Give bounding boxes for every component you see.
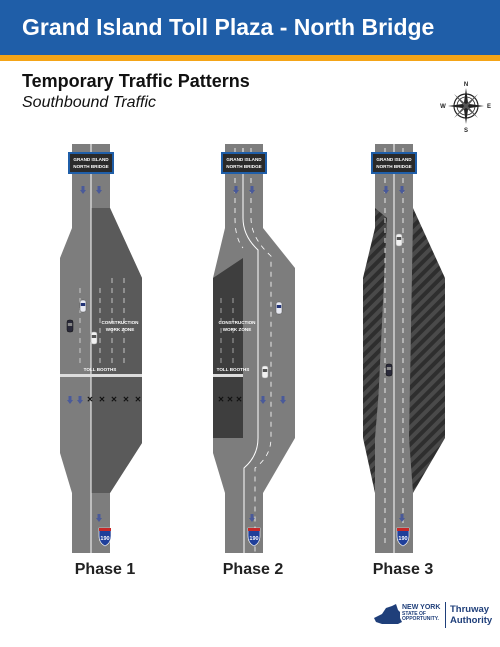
phase-1-shield-number: 190 <box>100 536 109 542</box>
logo-state-line-2: STATE OF <box>402 611 426 617</box>
phase-3-label: Phase 3 <box>372 561 434 578</box>
phase-1-label: Phase 1 <box>74 561 136 578</box>
section-title: Temporary Traffic Patterns <box>22 71 250 91</box>
header-accent-stripe <box>0 55 500 61</box>
phase-2-label: Phase 2 <box>222 561 284 578</box>
page-title: Grand Island Toll Plaza - North Bridge <box>22 14 435 40</box>
svg-text:✕: ✕ <box>135 395 142 404</box>
phase-1-interstate-shield-icon: 190 <box>98 527 112 547</box>
phase-1-sign-line-2: NORTH BRIDGE <box>73 164 108 169</box>
phase-3-sign-line-2: NORTH BRIDGE <box>376 164 411 169</box>
compass-e-label: E <box>487 104 491 110</box>
new-york-state-icon <box>374 604 402 624</box>
header-bar: Grand Island Toll Plaza - North Bridge <box>0 0 500 55</box>
compass-n-label: N <box>464 82 468 88</box>
phase-1-toll-booths-label: TOLL BOOTHS <box>84 367 117 372</box>
phase-1-sign-line-1: GRAND ISLAND <box>73 157 109 162</box>
phase-2-toll-booths-label: TOLL BOOTHS <box>217 367 250 372</box>
svg-text:✕: ✕ <box>87 395 94 404</box>
phase-2-sign-line-1: GRAND ISLAND <box>226 157 262 162</box>
thruway-authority-logo: NEW YORK STATE OF OPPORTUNITY. Thruway A… <box>372 598 493 634</box>
compass-w-label: W <box>440 104 446 110</box>
phase-1-toll-line <box>60 374 142 377</box>
phase-3-interstate-shield-icon: 190 <box>396 527 410 547</box>
phase-2-interstate-shield-icon: 190 <box>247 527 261 547</box>
phase-2-roadway <box>213 144 295 553</box>
phase-3-sign-line-1: GRAND ISLAND <box>376 157 412 162</box>
phase-2-work-zone <box>213 258 243 438</box>
compass-rose-icon: N S E W <box>440 82 491 134</box>
phase-1-work-zone-label-2: WORK ZONE <box>106 327 135 332</box>
svg-text:✕: ✕ <box>111 395 118 404</box>
logo-state-line-3: OPPORTUNITY. <box>402 616 439 622</box>
phase-2-work-zone-label-1: CONSTRUCTION <box>218 320 256 325</box>
svg-text:✕: ✕ <box>99 395 106 404</box>
phase-1-diagram: GRAND ISLAND NORTH BRIDGE ✕ ✕ ✕ ✕ ✕ CONS… <box>60 144 142 553</box>
phase-1-work-zone <box>91 208 142 493</box>
compass-s-label: S <box>464 128 468 134</box>
phase-2-shield-number: 190 <box>249 536 258 542</box>
direction-subtitle: Southbound Traffic <box>22 94 157 111</box>
svg-text:✕: ✕ <box>236 395 243 404</box>
phase-2-diagram: GRAND ISLAND NORTH BRIDGE ✕ ✕ ✕ CONSTRUC… <box>213 144 295 553</box>
svg-text:✕: ✕ <box>123 395 130 404</box>
svg-text:✕: ✕ <box>218 395 225 404</box>
logo-agency-line-1: Thruway <box>450 604 490 615</box>
logo-state-line-1: NEW YORK <box>402 604 441 611</box>
phase-1-work-zone-label-1: CONSTRUCTION <box>101 320 139 325</box>
phase-2-toll-line <box>213 374 243 377</box>
logo-agency-line-2: Authority <box>450 615 493 626</box>
phase-3-diagram: GRAND ISLAND NORTH BRIDGE 190 <box>363 144 445 553</box>
svg-text:✕: ✕ <box>227 395 234 404</box>
phase-2-sign-line-2: NORTH BRIDGE <box>226 164 261 169</box>
phase-3-shield-number: 190 <box>398 536 407 542</box>
phase-2-work-zone-label-2: WORK ZONE <box>223 327 252 332</box>
